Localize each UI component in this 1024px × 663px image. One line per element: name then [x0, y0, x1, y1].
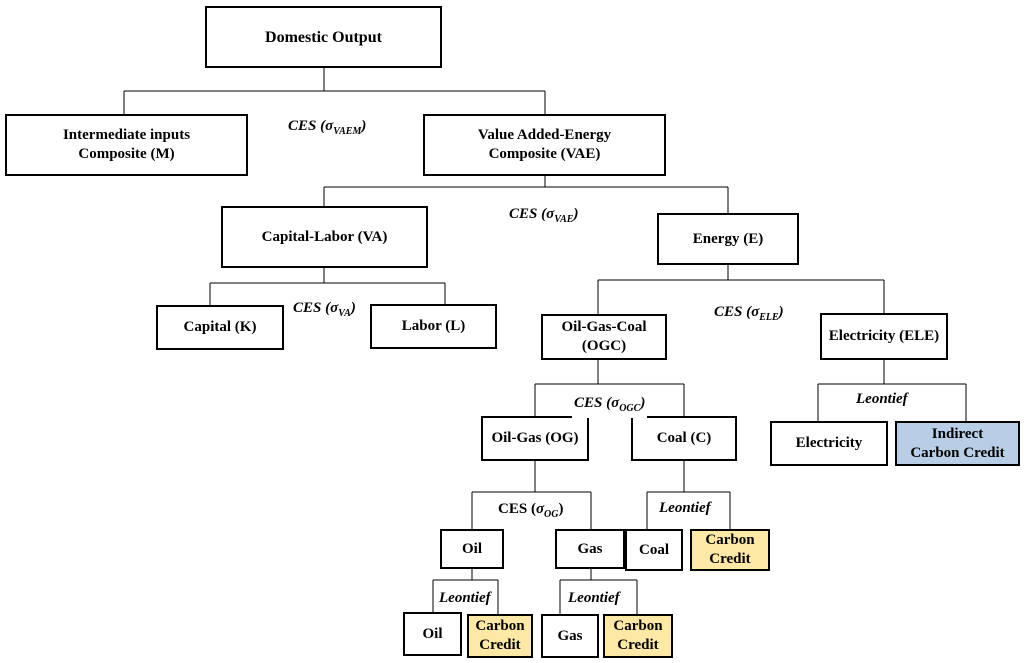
node-energy: Energy (E) — [657, 213, 799, 265]
ces-og-sigma: σ — [535, 501, 545, 517]
node-coal-c-label: Coal (C) — [656, 430, 712, 446]
node-electricity-ele-label: Electricity (ELE) — [828, 328, 940, 344]
node-capital-labor: Capital-Labor (VA) — [221, 206, 428, 268]
node-coal-carbon-label-2: Credit — [709, 551, 751, 567]
node-labor: Labor (L) — [370, 304, 497, 349]
ces-va-label: CES (σVA) — [293, 300, 356, 319]
node-indirect-carbon-credit: Indirect Carbon Credit — [895, 421, 1020, 466]
node-capital-labor-label: Capital-Labor (VA) — [261, 228, 388, 245]
ces-ogc-sub: OGC — [619, 403, 641, 414]
node-vae-label-2: Composite (VAE) — [488, 146, 601, 162]
node-coal-label: Coal — [639, 541, 669, 558]
ces-vaem-sub: VAEM — [333, 126, 362, 137]
ces-ele-label: CES (σELE) — [714, 304, 784, 323]
leontief-gas-text: Leontief — [568, 590, 620, 606]
leontief-ele-text: Leontief — [856, 391, 908, 407]
node-energy-label: Energy (E) — [692, 230, 764, 247]
node-gas-leaf: Gas — [541, 614, 599, 658]
node-gas-leaf-label: Gas — [557, 627, 583, 644]
node-coal-c: Coal (C) — [631, 416, 737, 461]
node-value-added-energy: Value Added-Energy Composite (VAE) — [423, 114, 666, 176]
leontief-coal-text: Leontief — [659, 500, 711, 516]
ces-vae-ces: CES — [509, 206, 538, 222]
node-intermediate-inputs: Intermediate inputs Composite (M) — [5, 114, 248, 176]
node-capital: Capital (K) — [156, 305, 284, 350]
ces-og-ces: CES — [498, 501, 528, 517]
ces-ele-ces: CES — [714, 304, 743, 320]
ces-og-label: CES (σOG) — [498, 501, 564, 520]
node-oil-carbon-label-1: Carbon — [475, 618, 525, 634]
leontief-coal-label: Leontief — [657, 499, 713, 517]
ces-ogc-label: CES (σOGC) — [572, 394, 648, 418]
ces-vaem-label: CES (σVAEM) — [288, 118, 367, 137]
node-oil-gas-coal: Oil-Gas-Coal (OGC) — [541, 314, 667, 360]
node-intermediate-label-1: Intermediate inputs — [62, 127, 191, 143]
ces-vaem-ces: CES — [288, 118, 317, 134]
node-gas-carbon-label-2: Credit — [617, 637, 659, 653]
node-vae-label-1: Value Added-Energy — [477, 127, 612, 143]
node-electricity-label: Electricity — [795, 435, 863, 451]
node-domestic-output-label: Domestic Output — [265, 28, 382, 46]
leontief-oil-text: Leontief — [439, 590, 491, 606]
leontief-oil-label: Leontief — [437, 589, 493, 607]
node-gas-carbon-label-1: Carbon — [613, 618, 663, 634]
node-oil-leaf: Oil — [403, 612, 462, 656]
node-oil-carbon-label-2: Credit — [479, 637, 521, 653]
node-intermediate-label-2: Composite (M) — [78, 146, 175, 162]
node-capital-label: Capital (K) — [183, 319, 257, 335]
node-domestic-output: Domestic Output — [205, 6, 442, 68]
leontief-ele-label: Leontief — [854, 390, 910, 408]
ces-ele-sub: ELE — [759, 312, 779, 323]
ces-vaem-sigma: σ — [325, 118, 334, 134]
leontief-gas-label: Leontief — [566, 589, 622, 607]
node-gas: Gas — [555, 529, 625, 569]
ces-va-sigma: σ — [330, 300, 339, 316]
node-indirect-label-2: Carbon Credit — [910, 444, 1005, 461]
node-oil: Oil — [440, 529, 504, 569]
node-ogc-label-1: Oil-Gas-Coal — [561, 319, 647, 335]
node-electricity: Electricity — [770, 421, 888, 466]
ces-ogc-sigma: σ — [611, 395, 620, 411]
ces-va-ces: CES — [293, 300, 322, 316]
node-oil-leaf-label: Oil — [422, 625, 443, 642]
node-indirect-label-1: Indirect — [931, 425, 984, 442]
node-oil-gas: Oil-Gas (OG) — [481, 416, 589, 461]
node-ogc-label-2: (OGC) — [581, 338, 627, 354]
node-coal-carbon-label-1: Carbon — [705, 532, 755, 548]
ces-og-sub: OG — [544, 509, 559, 520]
node-gas-label: Gas — [577, 540, 603, 557]
node-coal: Coal — [625, 529, 683, 571]
node-oil-label: Oil — [461, 540, 482, 557]
node-coal-carbon-credit: Carbon Credit — [690, 529, 770, 571]
ces-ele-sigma: σ — [751, 304, 760, 320]
node-gas-carbon-credit: Carbon Credit — [603, 614, 673, 658]
node-labor-label: Labor (L) — [401, 318, 466, 334]
ces-va-sub: VA — [338, 308, 351, 319]
ces-vae-sigma: σ — [546, 206, 555, 222]
ces-vae-label: CES (σVAE) — [509, 206, 579, 225]
node-electricity-ele: Electricity (ELE) — [820, 313, 948, 360]
ces-ogc-ces: CES — [574, 395, 603, 411]
ces-vae-sub: VAE — [554, 214, 574, 225]
node-oil-gas-label: Oil-Gas (OG) — [491, 430, 579, 446]
node-oil-carbon-credit: Carbon Credit — [467, 614, 533, 658]
